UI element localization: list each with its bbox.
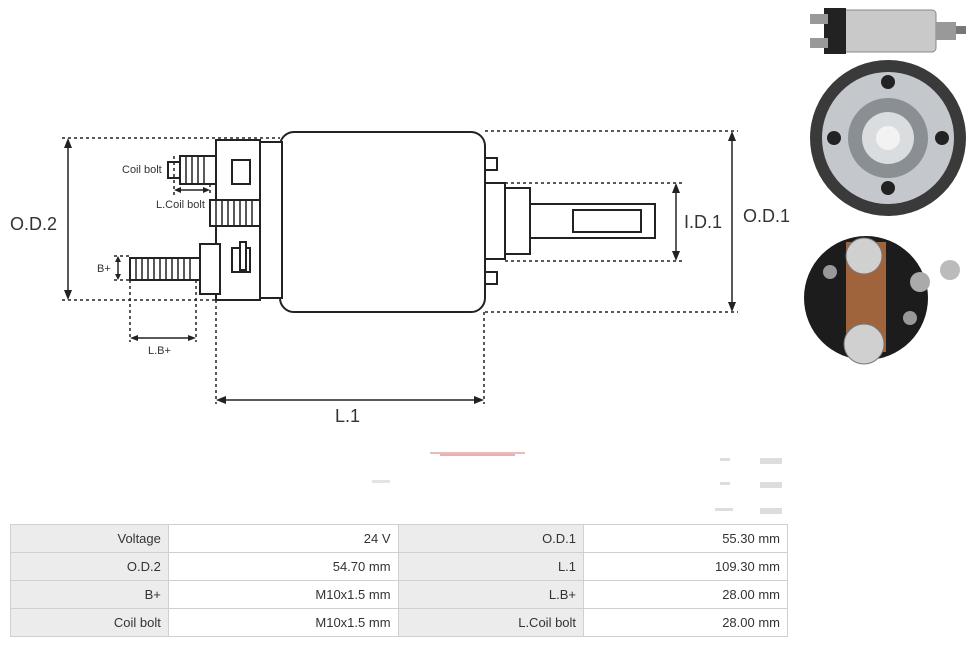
end-view-photo [810, 60, 966, 216]
solenoid-technical-drawing: O.D.2 O.D.1 I.D.1 L.1 Coil bolt L.Coil b… [10, 130, 790, 426]
table-row: B+ M10x1.5 mm L.B+ 28.00 mm [10, 580, 788, 609]
spec-value: 28.00 mm [583, 580, 788, 609]
table-row: Voltage 24 V O.D.1 55.30 mm [10, 524, 788, 553]
spec-label: B+ [10, 580, 169, 609]
od2-label: O.D.2 [10, 214, 57, 234]
spec-label: L.B+ [397, 580, 585, 609]
id1-label: I.D.1 [684, 212, 722, 232]
product-photos [804, 8, 966, 365]
l-b-plus-label: L.B+ [148, 345, 171, 357]
side-view-photo [810, 8, 966, 54]
terminal-view-photo [804, 236, 960, 365]
table-row: O.D.2 54.70 mm L.1 109.30 mm [10, 552, 788, 581]
spec-value: 24 V [167, 524, 399, 553]
l1-label: L.1 [335, 406, 360, 426]
spec-value: 109.30 mm [583, 552, 788, 581]
solenoid-body [279, 131, 486, 313]
spec-value: 55.30 mm [583, 524, 788, 553]
faint-artifacts [372, 452, 782, 514]
spec-value: M10x1.5 mm [167, 580, 399, 609]
spec-label: L.1 [397, 552, 585, 581]
spec-table: Voltage 24 V O.D.1 55.30 mm O.D.2 54.70 … [10, 524, 788, 637]
plunger [484, 182, 506, 260]
spec-value: 28.00 mm [583, 608, 788, 637]
spec-label: O.D.1 [397, 524, 585, 553]
l-coil-bolt-label: L.Coil bolt [156, 199, 205, 211]
table-row: Coil bolt M10x1.5 mm L.Coil bolt 28.00 m… [10, 608, 788, 637]
spec-value: 54.70 mm [167, 552, 399, 581]
coil-bolt-label: Coil bolt [122, 164, 162, 176]
spec-label: Voltage [10, 524, 169, 553]
od1-label: O.D.1 [743, 206, 790, 226]
spec-label: L.Coil bolt [397, 608, 585, 637]
spec-value: M10x1.5 mm [167, 608, 399, 637]
spec-label: Coil bolt [10, 608, 169, 637]
spec-label: O.D.2 [10, 552, 169, 581]
b-plus-label: B+ [97, 263, 111, 275]
